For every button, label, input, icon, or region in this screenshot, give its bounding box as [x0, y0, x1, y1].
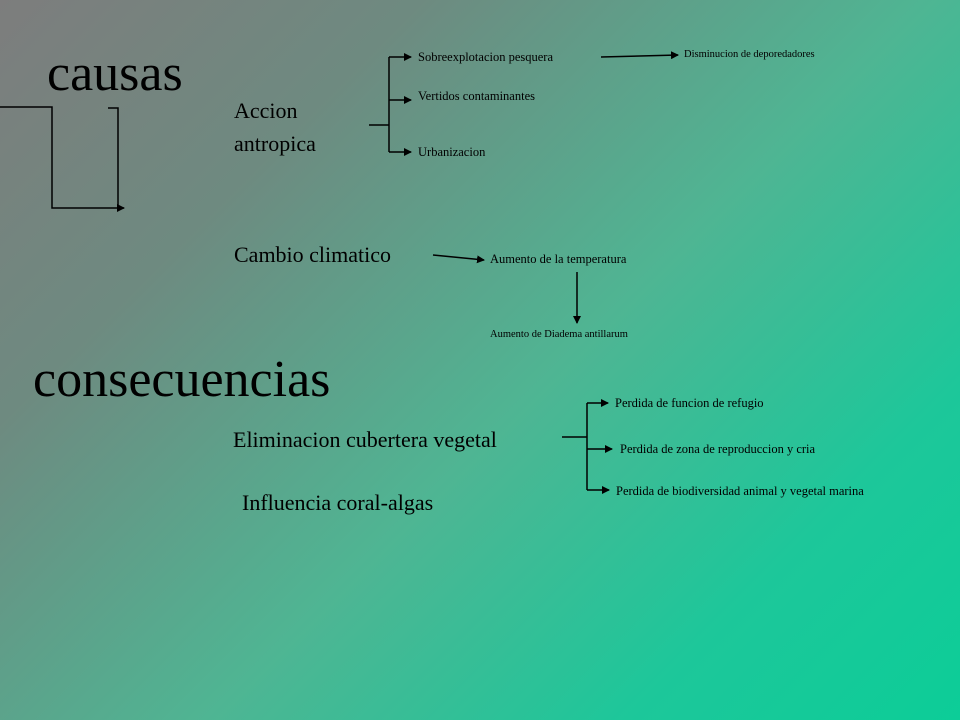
causas-title: causas — [47, 45, 183, 102]
arrow-disminucion — [600, 51, 679, 60]
consecuencias-title: consecuencias — [33, 351, 331, 408]
aumento-temperatura-label: Aumento de la temperatura — [490, 252, 627, 266]
arrow-cambio-temperatura — [432, 254, 485, 264]
left-bracket-outer — [0, 106, 125, 212]
left-bracket-inner — [108, 107, 119, 205]
perdida-reproduccion-label: Perdida de zona de reproduccion y cria — [620, 442, 816, 456]
eliminacion-label: Eliminacion cubertera vegetal — [233, 427, 497, 452]
vertidos-label: Vertidos contaminantes — [418, 89, 535, 103]
accion-antropica-label-line2: antropica — [234, 131, 316, 156]
aumento-diadema-label: Aumento de Diadema antillarum — [490, 329, 628, 340]
influencia-label: Influencia coral-algas — [242, 490, 434, 515]
disminucion-label: Disminucion de deporedadores — [684, 49, 815, 60]
perdida-biodiversidad-label: Perdida de biodiversidad animal y vegeta… — [616, 484, 864, 498]
urbanizacion-label: Urbanizacion — [418, 145, 486, 159]
sobreexplotacion-label: Sobreexplotacion pesquera — [418, 50, 554, 64]
perdida-refugio-label: Perdida de funcion de refugio — [615, 396, 764, 410]
accion-antropica-label-line1: Accion — [234, 98, 298, 123]
cambio-climatico-label: Cambio climatico — [234, 242, 392, 267]
